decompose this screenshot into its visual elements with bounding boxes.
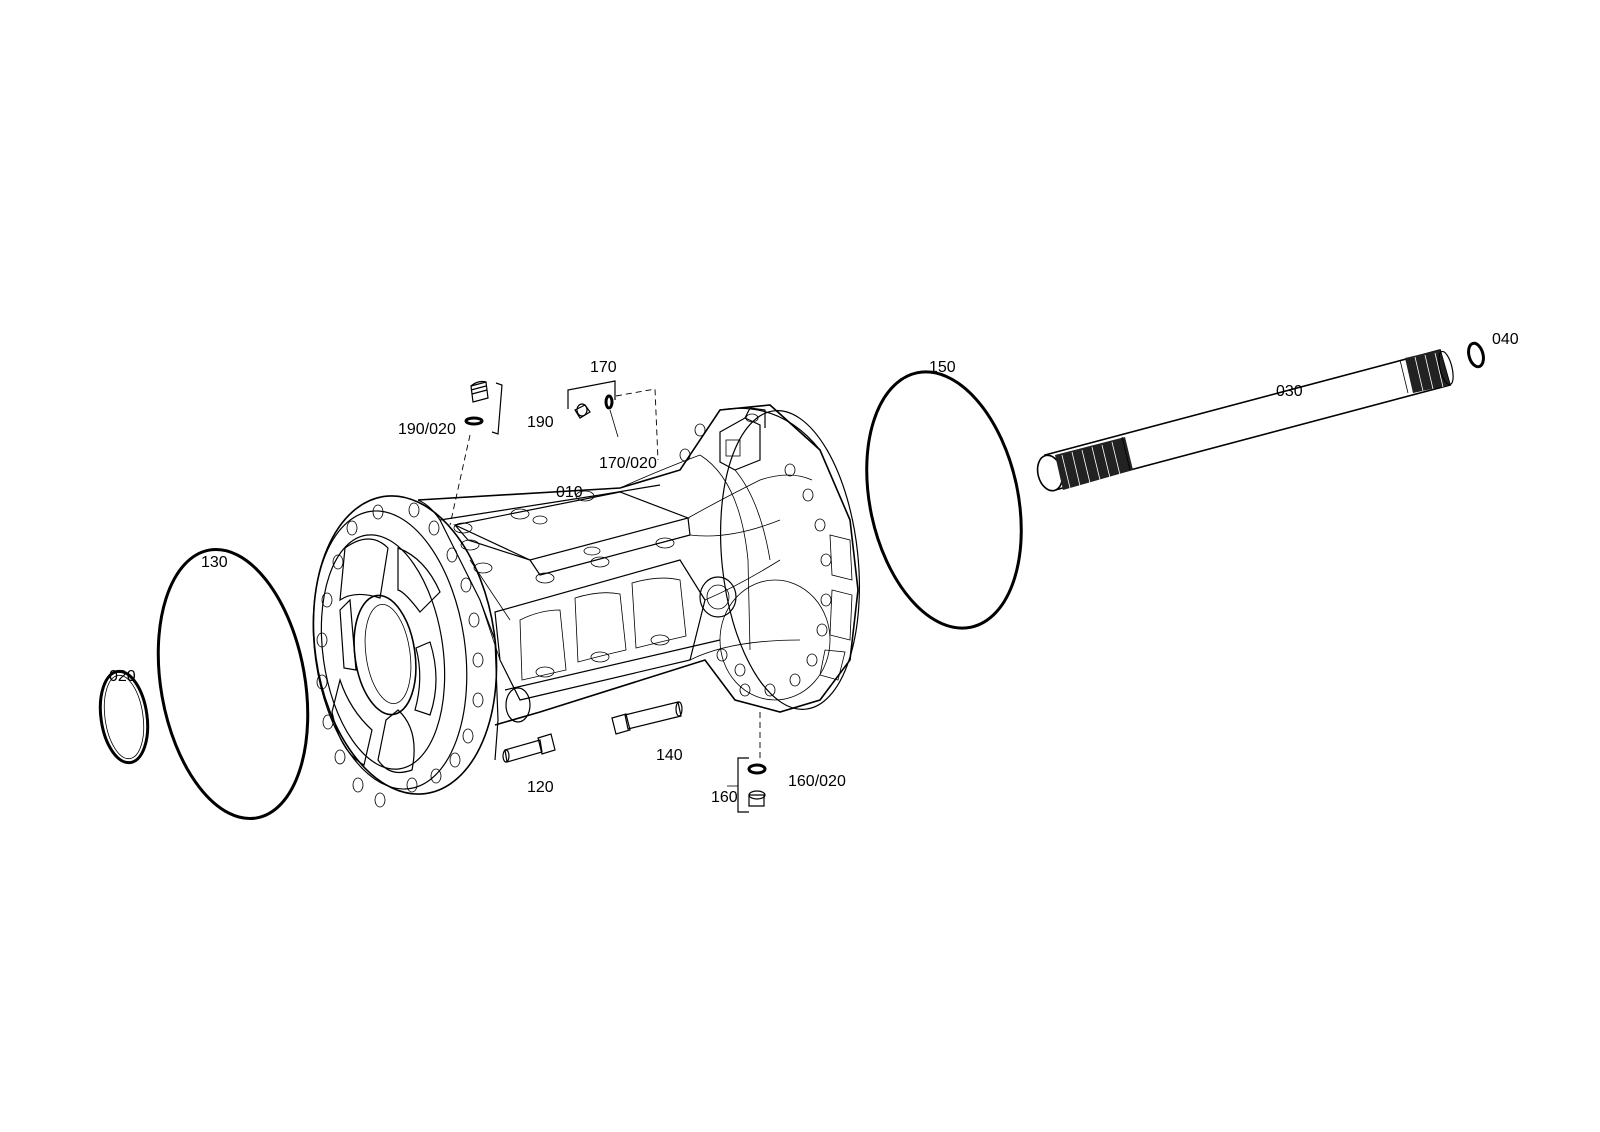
label-170: 170: [590, 359, 617, 376]
label-160-020: 160/020: [788, 773, 846, 790]
part-160-020-seal[interactable]: [747, 763, 767, 775]
label-190-020: 190/020: [398, 421, 456, 438]
part-030-axle-shaft[interactable]: [1034, 349, 1456, 493]
label-030: 030: [1276, 383, 1303, 400]
part-170-plug[interactable]: [567, 380, 616, 419]
part-190-plug[interactable]: [470, 380, 503, 435]
label-130: 130: [201, 554, 228, 571]
label-150: 150: [929, 359, 956, 376]
label-140: 140: [656, 747, 683, 764]
label-010: 010: [556, 484, 583, 501]
label-190: 190: [527, 414, 554, 431]
part-120-bolt[interactable]: [502, 733, 556, 763]
part-020-small-ring[interactable]: [95, 668, 153, 766]
label-120: 120: [527, 779, 554, 796]
label-170-020: 170/020: [599, 455, 657, 472]
part-040-end-ring[interactable]: [1466, 341, 1486, 369]
part-130-o-ring[interactable]: [138, 538, 327, 831]
part-160-plug[interactable]: [737, 757, 766, 813]
part-190-020-seal[interactable]: [464, 416, 484, 426]
label-160: 160: [711, 789, 738, 806]
label-020: 020: [109, 668, 136, 685]
part-150-o-ring[interactable]: [845, 357, 1044, 642]
leader-190: [449, 434, 471, 526]
part-140-bolt[interactable]: [611, 701, 683, 735]
label-040: 040: [1492, 331, 1519, 348]
leader-170: [615, 388, 659, 461]
part-010-housing[interactable]: [295, 404, 873, 808]
leader-170-020: [609, 409, 619, 438]
part-170-020-seal[interactable]: [604, 394, 614, 410]
